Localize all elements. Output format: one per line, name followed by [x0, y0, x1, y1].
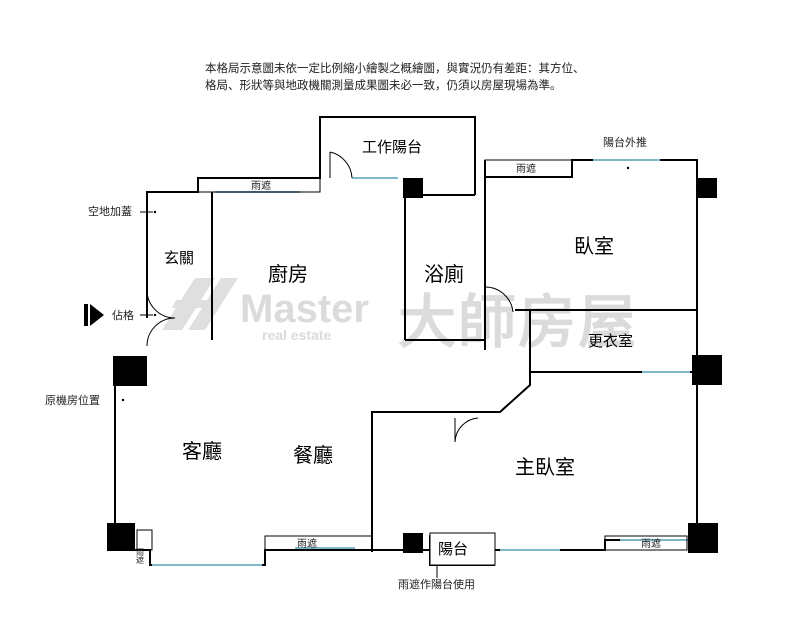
column	[688, 523, 718, 553]
label-canopy-bottom-mid: 雨遮	[297, 537, 317, 550]
label-bedroom: 臥室	[574, 234, 614, 258]
entrance-arrow-icon	[84, 304, 104, 326]
label-bathroom: 浴廁	[424, 262, 464, 286]
marker-dots	[121, 166, 630, 402]
watermark-logo-icon	[162, 278, 238, 330]
windows	[152, 159, 690, 566]
disclaimer-line-1: 本格局示意圖未依一定比例縮小繪製之概繪圖，與實況仍有差距：其方位、	[205, 61, 585, 75]
room-labels: 工作陽台 玄關 廚房 浴廁 臥室 更衣室 客廳 餐廳 主臥室 陽台	[164, 138, 633, 558]
label-kitchen: 廚房	[268, 262, 308, 286]
columns	[107, 178, 722, 553]
label-work-balcony: 工作陽台	[362, 138, 422, 156]
label-balcony: 陽台	[438, 540, 468, 558]
label-dining-room: 餐廳	[293, 443, 333, 467]
disclaimer-text: 本格局示意圖未依一定比例縮小繪製之概繪圖，與實況仍有差距：其方位、 格局、形狀等…	[205, 60, 725, 94]
label-canopy-bottom-left: 雨遮	[136, 548, 145, 565]
label-closet: 更衣室	[588, 332, 633, 350]
column	[692, 355, 722, 385]
label-entrance: 玄關	[164, 249, 194, 267]
label-canopy-used-as-balcony: 雨遮作陽台使用	[398, 577, 475, 591]
label-canopy-bottom-right: 雨遮	[641, 537, 661, 550]
doors	[146, 151, 514, 443]
watermark-chinese: 大師房屋	[398, 288, 638, 356]
canopy-bottom-left-text: 雨遮	[136, 548, 145, 565]
label-living-room: 客廳	[182, 439, 222, 463]
column	[403, 533, 423, 553]
watermark-sub: real estate	[262, 327, 331, 343]
label-master-bedroom: 主臥室	[515, 455, 575, 479]
watermark: Master real estate 大師房屋	[162, 278, 638, 356]
column	[403, 178, 423, 198]
balcony-box	[429, 532, 496, 578]
leader-lines	[140, 211, 153, 316]
column	[113, 356, 147, 386]
column	[697, 178, 717, 198]
label-original-machine-room: 原機房位置	[45, 393, 100, 407]
disclaimer-line-2: 格局、形狀等與地政機關測量成果圖未必一致，仍須以房屋現場為準。	[205, 78, 562, 92]
annotation-labels: 雨遮 雨遮 雨遮 雨遮 陽台外推 空地加蓋 佔格 原機房位置 雨遮作陽台使用 雨…	[45, 135, 661, 591]
label-canopy-top: 雨遮	[251, 179, 271, 192]
column	[107, 523, 135, 551]
watermark-brand: Master	[240, 287, 369, 331]
canopies	[136, 159, 688, 551]
label-balcony-extended: 陽台外推	[603, 135, 647, 149]
label-entrance-marker: 佔格	[112, 308, 134, 322]
label-void-cover: 空地加蓋	[88, 204, 132, 218]
label-canopy-right-top: 雨遮	[516, 162, 536, 175]
